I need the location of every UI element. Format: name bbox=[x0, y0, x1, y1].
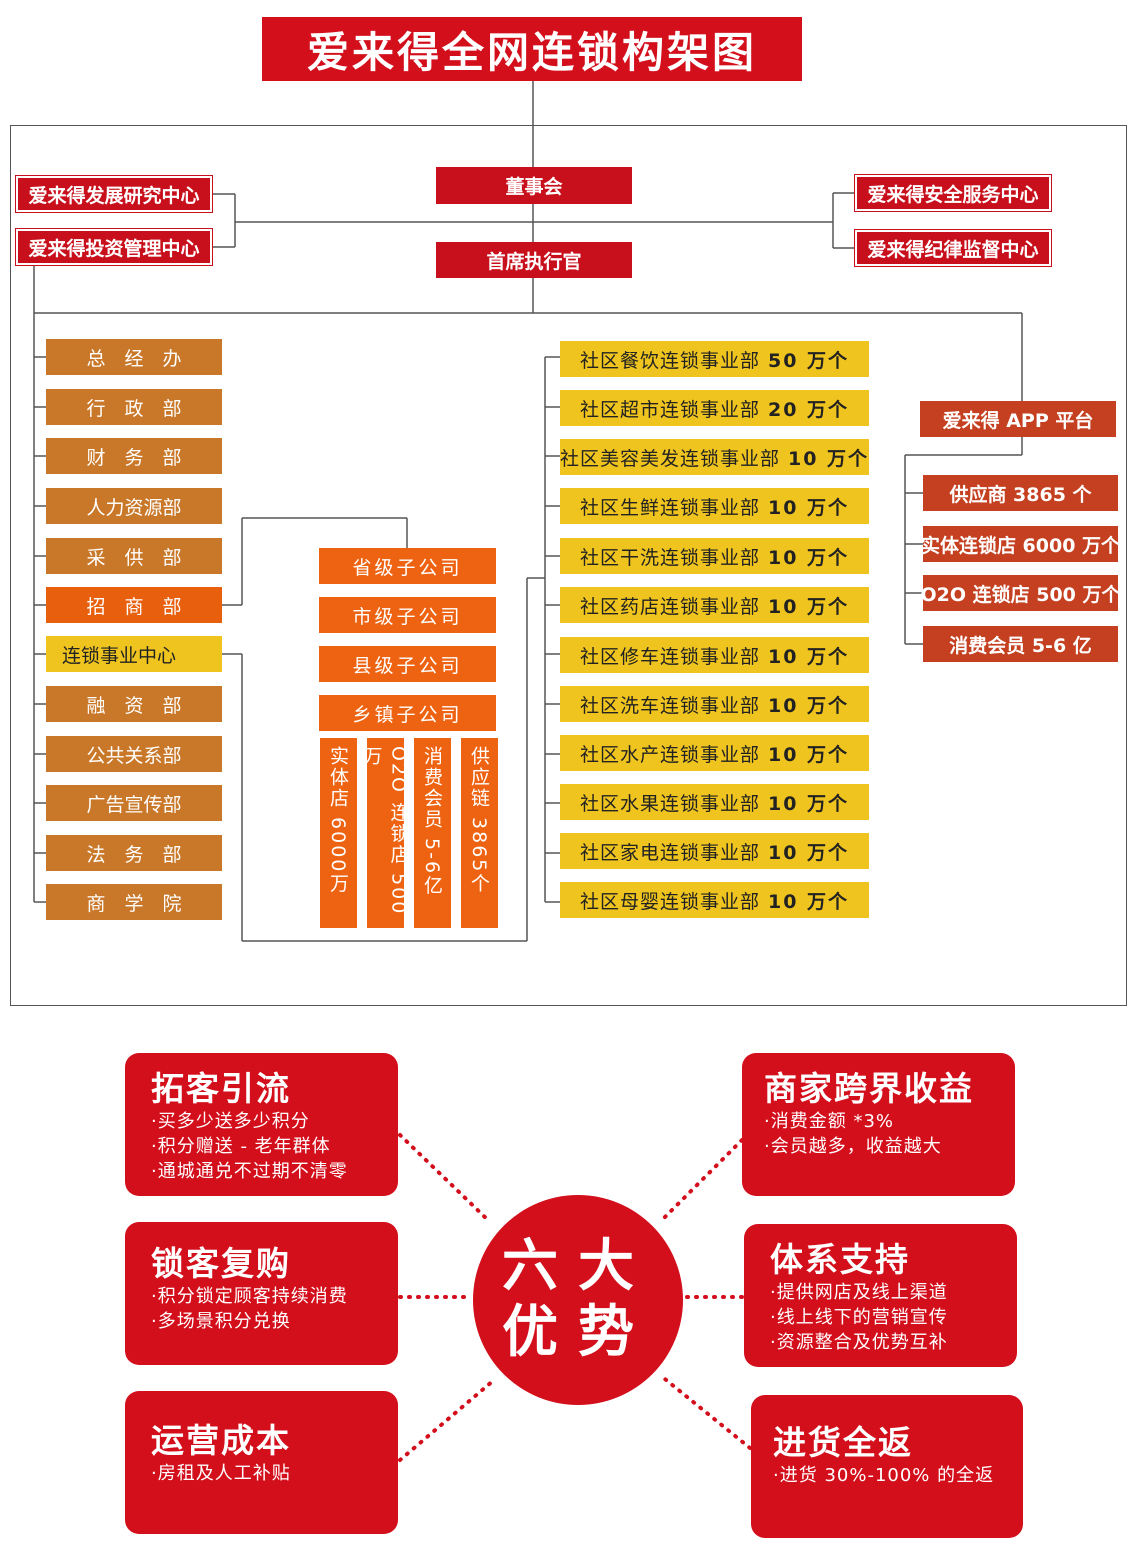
business-unit-count: 10 万个 bbox=[767, 743, 850, 766]
business-unit-count: 20 万个 bbox=[767, 398, 850, 421]
business-unit-name: 社区母婴连锁事业部 bbox=[579, 890, 760, 913]
business-unit-box: 社区超市连锁事业部 20 万个 bbox=[560, 390, 869, 426]
advantage-card: 商家跨界收益 ·消费金额 *3% ·会员越多，收益越大 bbox=[742, 1053, 1015, 1196]
vertical-item-box: 实体店 6000万 bbox=[320, 738, 357, 928]
advantage-title: 锁客复购 bbox=[151, 1244, 291, 1283]
advantage-card: 拓客引流 ·买多少送多少积分 ·积分赠送 - 老年群体 ·通城通兑不过期不清零 bbox=[125, 1053, 398, 1196]
business-unit-count: 10 万个 bbox=[767, 595, 850, 618]
business-unit-box: 社区餐饮连锁事业部 50 万个 bbox=[560, 341, 869, 377]
advantage-item: ·买多少送多少积分 bbox=[151, 1111, 310, 1132]
business-unit-count: 50 万个 bbox=[767, 349, 850, 372]
board-box: 董事会 bbox=[436, 167, 632, 204]
business-unit-count: 10 万个 bbox=[767, 792, 850, 815]
app-item-box: 实体连锁店 6000 万个 bbox=[921, 526, 1120, 562]
advantage-title: 商家跨界收益 bbox=[764, 1069, 974, 1108]
dept-box: 法 务 部 bbox=[46, 835, 222, 871]
business-unit-box: 社区水果连锁事业部 10 万个 bbox=[560, 784, 869, 820]
app-item-box: O2O 连锁店 500 万个 bbox=[920, 575, 1121, 611]
subsidiary-box: 省级子公司 bbox=[319, 548, 496, 584]
circle-line-1: 六大 bbox=[502, 1234, 654, 1299]
business-unit-count: 10 万个 bbox=[767, 890, 850, 913]
advantage-item: ·消费金额 *3% bbox=[764, 1111, 894, 1132]
dept-box: 行 政 部 bbox=[46, 389, 222, 425]
safety-center-box: 爱来得安全服务中心 bbox=[854, 174, 1052, 212]
subsidiary-box: 市级子公司 bbox=[319, 597, 496, 633]
ceo-box: 首席执行官 bbox=[436, 242, 632, 278]
advantage-item: ·房租及人工补贴 bbox=[151, 1463, 291, 1484]
advantage-card: 锁客复购 ·积分锁定顾客持续消费 ·多场景积分兑换 bbox=[125, 1222, 398, 1365]
app-item-box: 消费会员 5-6 亿 bbox=[923, 626, 1118, 662]
dept-box: 公共关系部 bbox=[46, 736, 222, 772]
investment-center-box: 爱来得投资管理中心 bbox=[15, 228, 213, 266]
chain-center-box: 连锁事业中心 bbox=[46, 636, 222, 672]
business-unit-box: 社区美容美发连锁事业部 10 万个 bbox=[560, 439, 869, 475]
circle-line-2: 优势 bbox=[502, 1300, 654, 1365]
vertical-item-box: 供应链 3865个 bbox=[461, 738, 498, 928]
advantage-item: ·进货 30%-100% 的全返 bbox=[773, 1465, 995, 1486]
business-unit-count: 10 万个 bbox=[767, 645, 850, 668]
advantage-item: ·积分锁定顾客持续消费 bbox=[151, 1286, 348, 1307]
app-platform-box: 爱来得 APP 平台 bbox=[920, 401, 1116, 437]
business-unit-box: 社区生鲜连锁事业部 10 万个 bbox=[560, 488, 869, 524]
dept-box: 广告宣传部 bbox=[46, 785, 222, 821]
org-chart-frame bbox=[10, 125, 1127, 1006]
business-unit-name: 社区药店连锁事业部 bbox=[579, 595, 760, 618]
advantage-card: 进货全返 ·进货 30%-100% 的全返 bbox=[751, 1395, 1023, 1538]
business-unit-count: 10 万个 bbox=[767, 546, 850, 569]
advantage-item: ·资源整合及优势互补 bbox=[770, 1332, 948, 1353]
business-unit-box: 社区家电连锁事业部 10 万个 bbox=[560, 833, 869, 869]
business-unit-count: 10 万个 bbox=[767, 841, 850, 864]
subsidiary-box: 县级子公司 bbox=[319, 646, 496, 682]
business-unit-name: 社区修车连锁事业部 bbox=[579, 645, 760, 668]
research-center-box: 爱来得发展研究中心 bbox=[15, 175, 213, 213]
advantage-item: ·会员越多，收益越大 bbox=[764, 1136, 942, 1157]
business-unit-name: 社区超市连锁事业部 bbox=[579, 398, 760, 421]
six-advantages-circle: 六大 优势 bbox=[473, 1195, 683, 1405]
business-unit-box: 社区水产连锁事业部 10 万个 bbox=[560, 735, 869, 771]
business-unit-name: 社区生鲜连锁事业部 bbox=[579, 496, 760, 519]
business-unit-name: 社区水果连锁事业部 bbox=[579, 792, 760, 815]
business-unit-name: 社区家电连锁事业部 bbox=[579, 841, 760, 864]
advantage-card: 运营成本 ·房租及人工补贴 bbox=[125, 1391, 398, 1534]
page-title: 爱来得全网连锁构架图 bbox=[262, 17, 802, 81]
advantage-item: ·多场景积分兑换 bbox=[151, 1311, 291, 1332]
discipline-center-box: 爱来得纪律监督中心 bbox=[854, 229, 1052, 267]
advantage-item: ·线上线下的营销宣传 bbox=[770, 1307, 948, 1328]
advantage-title: 运营成本 bbox=[151, 1421, 291, 1460]
business-unit-name: 社区美容美发连锁事业部 bbox=[559, 447, 780, 470]
business-unit-box: 社区母婴连锁事业部 10 万个 bbox=[560, 882, 869, 918]
dept-box: 财 务 部 bbox=[46, 438, 222, 474]
dept-box: 总 经 办 bbox=[46, 339, 222, 375]
dept-box: 商 学 院 bbox=[46, 884, 222, 920]
advantage-item: ·通城通兑不过期不清零 bbox=[151, 1161, 348, 1182]
business-unit-name: 社区干洗连锁事业部 bbox=[579, 546, 760, 569]
business-unit-name: 社区洗车连锁事业部 bbox=[579, 694, 760, 717]
app-item-box: 供应商 3865 个 bbox=[923, 475, 1118, 511]
dept-box: 融 资 部 bbox=[46, 686, 222, 722]
business-unit-count: 10 万个 bbox=[767, 694, 850, 717]
dept-box: 人力资源部 bbox=[46, 488, 222, 524]
vertical-item-box: 消费会员 5-6亿 bbox=[414, 738, 451, 928]
advantage-title: 拓客引流 bbox=[151, 1069, 291, 1108]
business-unit-box: 社区洗车连锁事业部 10 万个 bbox=[560, 686, 869, 722]
advantage-title: 进货全返 bbox=[773, 1423, 913, 1462]
advantage-item: ·提供网店及线上渠道 bbox=[770, 1282, 948, 1303]
business-unit-name: 社区水产连锁事业部 bbox=[579, 743, 760, 766]
dept-box: 采 供 部 bbox=[46, 538, 222, 574]
advantage-item: ·积分赠送 - 老年群体 bbox=[151, 1136, 331, 1157]
advantage-card: 体系支持 ·提供网店及线上渠道 ·线上线下的营销宣传 ·资源整合及优势互补 bbox=[744, 1224, 1017, 1367]
business-unit-box: 社区修车连锁事业部 10 万个 bbox=[560, 637, 869, 673]
dept-box-highlight: 招 商 部 bbox=[46, 587, 222, 623]
business-unit-box: 社区干洗连锁事业部 10 万个 bbox=[560, 538, 869, 574]
subsidiary-box: 乡镇子公司 bbox=[319, 695, 496, 731]
business-unit-count: 10 万个 bbox=[787, 447, 870, 470]
business-unit-count: 10 万个 bbox=[767, 496, 850, 519]
vertical-item-box: O2O 连锁店 500万 bbox=[361, 738, 410, 928]
business-unit-name: 社区餐饮连锁事业部 bbox=[579, 349, 760, 372]
advantage-title: 体系支持 bbox=[770, 1240, 910, 1279]
business-unit-box: 社区药店连锁事业部 10 万个 bbox=[560, 587, 869, 623]
